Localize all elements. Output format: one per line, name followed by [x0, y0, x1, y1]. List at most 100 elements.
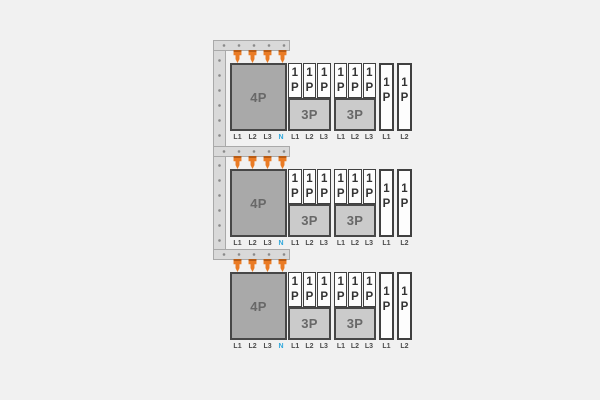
pole-count: 1	[383, 286, 390, 298]
phase-label: L2	[305, 134, 314, 141]
pole-count: 1	[366, 66, 373, 79]
phase-label: L3	[319, 343, 328, 350]
pole-letter: P	[320, 81, 329, 94]
phase-label-1p: L2	[397, 342, 412, 351]
pole-count: 1	[351, 172, 359, 185]
comb-busbar-strip	[213, 146, 290, 157]
phase-label: L2	[248, 343, 257, 350]
module-3p-label: 3P	[346, 107, 364, 122]
pole-count: 1	[320, 66, 328, 79]
pole-count: 1	[337, 66, 344, 79]
phase-label: L2	[305, 343, 314, 350]
phase-label: L2	[350, 134, 360, 141]
phase-label-1p: L2	[397, 133, 412, 142]
pole-count: 1	[401, 286, 408, 298]
pole-count: 1	[351, 275, 359, 288]
busbar-tooth-icon	[248, 259, 257, 272]
pole-count: 1	[337, 172, 344, 185]
phase-label: L1	[336, 134, 346, 141]
phase-label: L2	[248, 134, 257, 141]
pole-letter: P	[365, 290, 374, 303]
pole-letter: P	[291, 81, 299, 94]
phase-label: L1	[233, 240, 242, 247]
pole-count: 1	[366, 275, 373, 288]
module-3p: 3P	[288, 98, 331, 131]
busbar-tooth-icon	[263, 156, 272, 169]
pole-count: 1	[383, 77, 390, 89]
phase-label: L2	[350, 240, 360, 247]
busbar-tooth-icon	[248, 156, 257, 169]
phase-label: L3	[364, 343, 374, 350]
pole-count: 1	[291, 172, 299, 185]
phase-label: L2	[305, 240, 314, 247]
busbar-tooth-icon	[233, 156, 242, 169]
pole-count: 1	[337, 275, 344, 288]
pole-letter: P	[291, 290, 299, 303]
neutral-label: N	[278, 343, 284, 350]
phase-label-1p: L1	[379, 239, 394, 248]
phase-label: L2	[400, 343, 409, 350]
busbar-tooth-icon	[263, 259, 272, 272]
module-3p: 3P	[334, 204, 376, 237]
phase-label: L1	[336, 343, 346, 350]
pole-count: 1	[306, 172, 313, 185]
neutral-label: N	[278, 240, 284, 247]
pole-letter: P	[336, 187, 345, 200]
pole-letter: P	[365, 187, 374, 200]
phase-label: L1	[382, 134, 391, 141]
pole-letter: P	[305, 81, 314, 94]
module-3p: 3P	[334, 98, 376, 131]
module-3p-label: 3P	[346, 316, 364, 331]
pole-letter: P	[351, 81, 359, 94]
module-4p: 4P	[230, 63, 287, 131]
phase-label: L1	[336, 240, 346, 247]
comb-busbar-strip	[213, 249, 290, 260]
phase-label: L2	[400, 134, 409, 141]
pole-letter: P	[336, 81, 345, 94]
phase-label: L1	[382, 240, 391, 247]
phase-label: L3	[319, 134, 328, 141]
pole-letter: P	[291, 187, 299, 200]
phase-label: L1	[233, 134, 242, 141]
pole-letter: P	[382, 301, 391, 313]
pole-count: 1	[383, 183, 390, 195]
pole-count: 1	[306, 66, 313, 79]
pole-letter: P	[382, 92, 391, 104]
phase-label: L1	[382, 343, 391, 350]
phase-label: L2	[248, 240, 257, 247]
module-4p: 4P	[230, 169, 287, 237]
pole-letter: P	[365, 81, 374, 94]
pole-count: 1	[291, 275, 299, 288]
pole-letter: P	[351, 187, 359, 200]
